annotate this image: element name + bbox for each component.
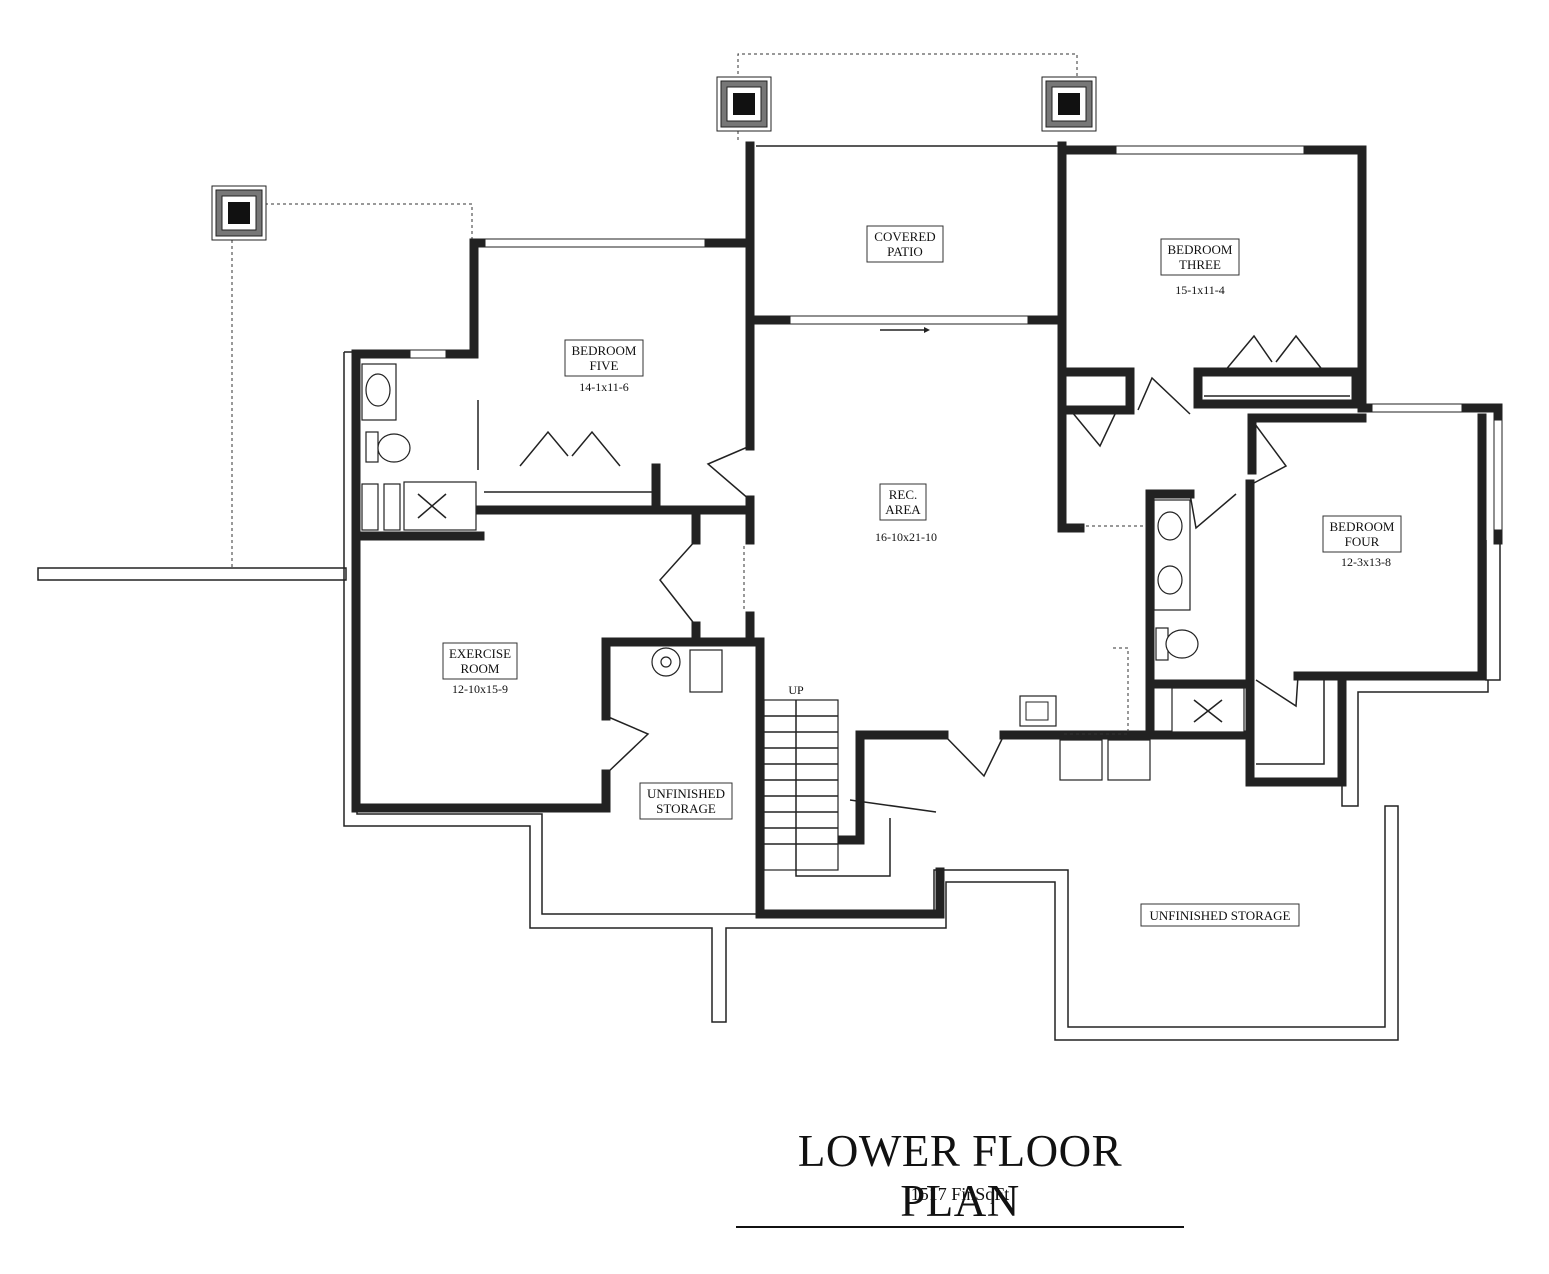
bedroom-five-name-2: FIVE: [590, 358, 619, 373]
column-pier-left: [211, 185, 267, 241]
bedroom-three-name-1: BEDROOM: [1167, 242, 1232, 257]
stair-up-label: UP: [788, 683, 804, 697]
plan-square-footage: 1517 FinSqFt: [910, 1184, 1010, 1204]
room-label-unfinished-storage-left: UNFINISHED STORAGE: [639, 782, 733, 820]
bedroom-five-dims: 14-1x11-6: [579, 380, 629, 394]
bedroom-three-dims: 15-1x11-4: [1175, 283, 1225, 297]
doors-and-fixtures: [361, 327, 1350, 877]
column-pier-patio-left: [716, 76, 772, 132]
room-label-rec-area: REC. AREA 16-10x21-10: [875, 483, 937, 544]
covered-patio-name-1: COVERED: [874, 229, 935, 244]
exercise-room-name-1: EXERCISE: [449, 646, 511, 661]
covered-patio-name-2: PATIO: [887, 244, 923, 259]
room-label-exercise-room: EXERCISE ROOM 12-10x15-9: [442, 642, 518, 696]
unfinished-storage-left-name-1: UNFINISHED: [647, 786, 725, 801]
room-label-bedroom-five: BEDROOM FIVE 14-1x11-6: [564, 339, 644, 394]
bedroom-four-name-2: FOUR: [1345, 534, 1380, 549]
bedroom-four-dims: 12-3x13-8: [1341, 555, 1391, 569]
bedroom-three-name-2: THREE: [1179, 257, 1221, 272]
room-label-bedroom-three: BEDROOM THREE 15-1x11-4: [1160, 238, 1240, 297]
unfinished-storage-right-name: UNFINISHED STORAGE: [1150, 908, 1291, 923]
building-walls: [351, 141, 1503, 919]
rec-area-name-1: REC.: [889, 487, 918, 502]
bedroom-five-name-1: BEDROOM: [571, 343, 636, 358]
rec-area-dims: 16-10x21-10: [875, 530, 937, 544]
plan-title: LOWER FLOOR PLAN: [736, 1126, 1184, 1228]
room-label-bedroom-four: BEDROOM FOUR 12-3x13-8: [1322, 515, 1402, 569]
column-pier-patio-right: [1041, 76, 1097, 132]
room-label-unfinished-storage-right: UNFINISHED STORAGE: [1140, 903, 1300, 927]
exercise-room-dims: 12-10x15-9: [452, 682, 508, 696]
bedroom-four-name-1: BEDROOM: [1329, 519, 1394, 534]
room-label-covered-patio: COVERED PATIO: [866, 225, 944, 263]
rec-area-name-2: AREA: [885, 502, 921, 517]
exercise-room-name-2: ROOM: [460, 661, 499, 676]
unfinished-storage-left-name-2: STORAGE: [656, 801, 716, 816]
